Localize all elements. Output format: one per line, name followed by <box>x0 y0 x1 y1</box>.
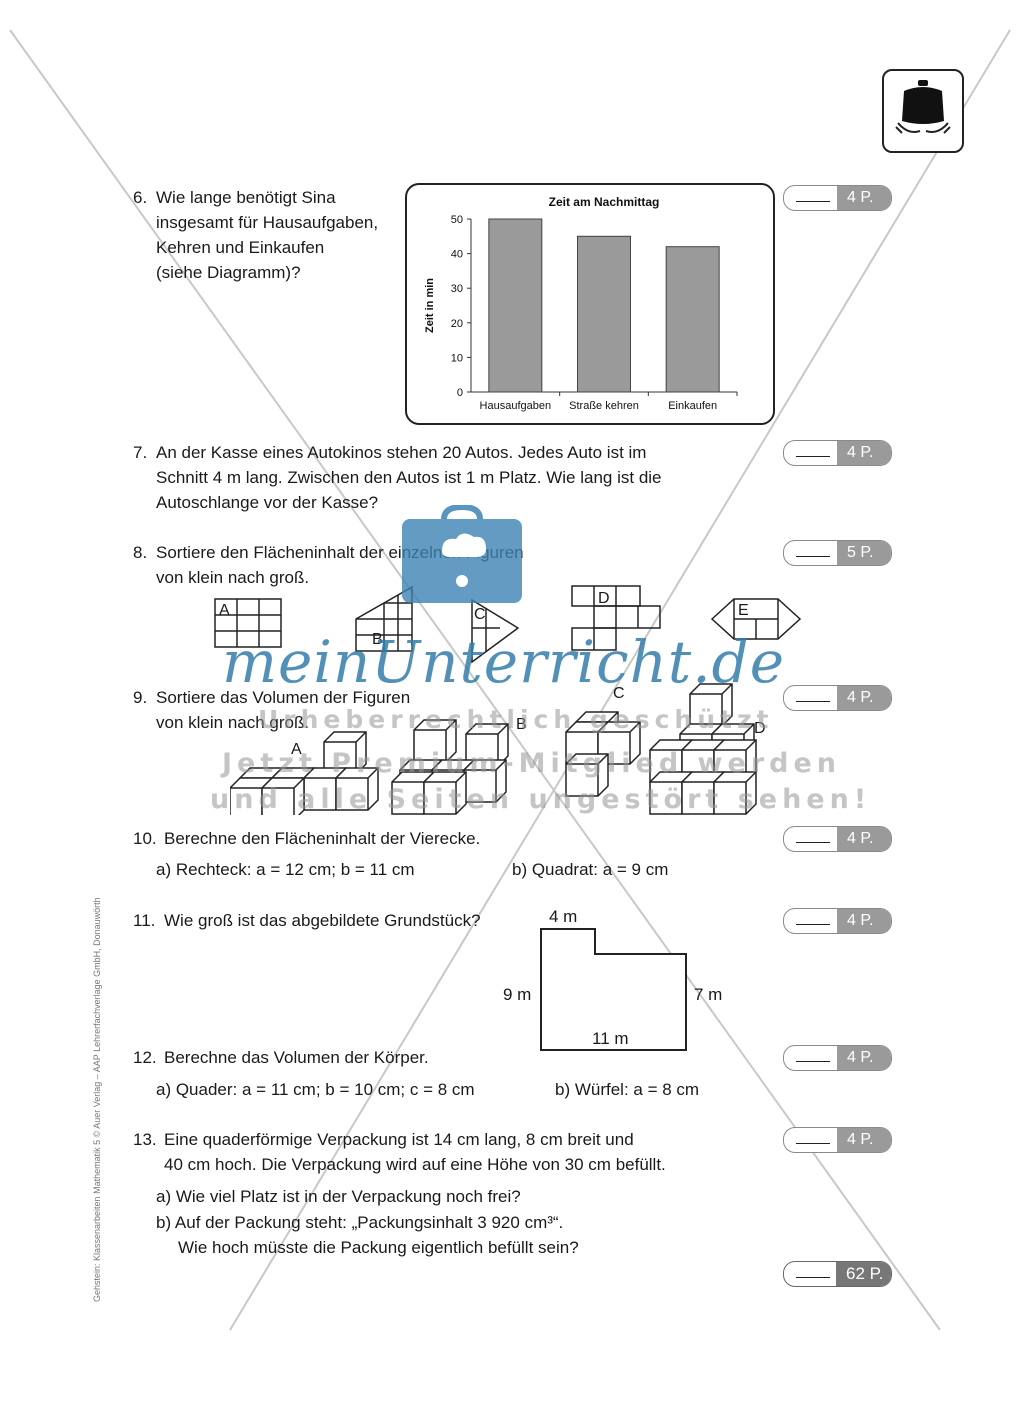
figure-e <box>710 597 802 641</box>
bar <box>488 218 543 393</box>
q8-line-1: Sortiere den Flächeninhalt der einzelnen… <box>156 543 524 562</box>
q6-points: 4 P. <box>837 186 891 210</box>
q13-line-2: 40 cm hoch. Die Verpackung wird auf eine… <box>164 1155 666 1174</box>
figure-c <box>470 598 520 664</box>
q12-line: Berechne das Volumen der Körper. <box>164 1048 429 1067</box>
cube-d-label: D <box>754 720 766 737</box>
score-blank[interactable] <box>796 701 830 702</box>
q10-score-box[interactable]: 4 P. <box>783 826 892 852</box>
q11-line: Wie groß ist das abgebildete Grundstück? <box>164 911 481 930</box>
q6-score-box[interactable]: 4 P. <box>783 185 892 211</box>
q10-number: 10. <box>133 829 157 848</box>
q10-line: Berechne den Flächeninhalt der Vierecke. <box>164 829 481 848</box>
score-blank[interactable] <box>796 1277 830 1278</box>
plot-dim-top: 4 m <box>549 907 578 926</box>
figure-c-label: C <box>474 606 486 623</box>
score-blank[interactable] <box>796 201 830 202</box>
x-tick-label: Straße kehren <box>569 400 639 412</box>
y-tick-label: 50 <box>451 214 463 226</box>
cube-figures <box>230 683 757 815</box>
q9-score-box[interactable]: 4 P. <box>783 685 892 711</box>
figure-b <box>354 585 416 657</box>
q12-part-b: b) Würfel: a = 8 cm <box>555 1080 700 1099</box>
figure-b-label: B <box>372 631 383 648</box>
q12-number: 12. <box>133 1048 157 1067</box>
q8-number: 8. <box>133 543 148 562</box>
figure-d-label: D <box>598 590 610 607</box>
q9-line-2: von klein nach groß. <box>156 713 310 732</box>
q11-points: 4 P. <box>837 909 891 933</box>
q13-number: 13. <box>133 1130 157 1149</box>
q9-points: 4 P. <box>837 686 891 710</box>
q12-points: 4 P. <box>837 1046 891 1070</box>
plot-outline <box>540 928 687 1051</box>
q12-part-a: a) Quader: a = 11 cm; b = 10 cm; c = 8 c… <box>156 1080 475 1099</box>
q6-line-2: insgesamt für Hausaufgaben, <box>156 213 379 232</box>
q9-line-1: Sortiere das Volumen der Figuren <box>156 688 411 707</box>
score-blank[interactable] <box>796 924 830 925</box>
q8-points: 5 P. <box>837 541 891 565</box>
figure-d <box>570 584 662 652</box>
weight-scale-icon <box>882 69 964 153</box>
x-tick-label: Einkaufen <box>668 400 717 412</box>
q6-line-4: (siehe Diagramm)? <box>156 263 301 282</box>
y-tick-label: 0 <box>457 387 463 399</box>
plot-dim-right: 7 m <box>694 985 723 1004</box>
figure-a-label: A <box>219 602 230 619</box>
q10-part-a: a) Rechteck: a = 12 cm; b = 11 cm <box>156 860 415 879</box>
q13-part-a: a) Wie viel Platz ist in der Verpackung … <box>156 1187 521 1206</box>
x-tick-label: Hausaufgaben <box>480 400 552 412</box>
bar <box>577 235 631 393</box>
score-blank[interactable] <box>796 842 830 843</box>
y-tick-label: 40 <box>451 249 463 261</box>
q7-line-1: An der Kasse eines Autokinos stehen 20 A… <box>156 443 647 462</box>
q12-score-box[interactable]: 4 P. <box>783 1045 892 1071</box>
y-tick-label: 30 <box>451 283 463 295</box>
q7-line-3: Autoschlange vor der Kasse? <box>156 493 379 512</box>
q7-line-2: Schnitt 4 m lang. Zwischen den Autos ist… <box>156 468 662 487</box>
plot-dim-left: 9 m <box>503 985 532 1004</box>
plot-dim-bottom: 11 m <box>592 1029 629 1048</box>
score-blank[interactable] <box>796 1061 830 1062</box>
q7-number: 7. <box>133 443 148 462</box>
q13-line-1: Eine quaderförmige Verpackung ist 14 cm … <box>164 1130 634 1149</box>
total-points: 62 P. <box>836 1262 891 1286</box>
q11-number: 11. <box>133 911 156 930</box>
q8-line-2: von klein nach groß. <box>156 568 310 587</box>
copyright-footer: Gehstein: Klassenarbeiten Mathematik 5 ©… <box>92 897 102 1302</box>
bar <box>665 246 720 393</box>
total-score-box[interactable]: 62 P. <box>783 1261 892 1287</box>
q13-points: 4 P. <box>837 1128 891 1152</box>
q10-part-b: b) Quadrat: a = 9 cm <box>512 860 669 879</box>
score-blank[interactable] <box>796 556 830 557</box>
q13-part-b-1: b) Auf der Packung steht: „Packungsinhal… <box>156 1213 564 1232</box>
q7-score-box[interactable]: 4 P. <box>783 440 892 466</box>
q6-line-1: Wie lange benötigt Sina <box>156 188 336 207</box>
q11-score-box[interactable]: 4 P. <box>783 908 892 934</box>
score-blank[interactable] <box>796 456 830 457</box>
score-blank[interactable] <box>796 1143 830 1144</box>
chart-title: Zeit am Nachmittag <box>549 195 660 209</box>
cube-b-label: B <box>516 716 527 733</box>
q10-points: 4 P. <box>837 827 891 851</box>
cube-a-label: A <box>291 741 302 758</box>
q13-score-box[interactable]: 4 P. <box>783 1127 892 1153</box>
cube-c-label: C <box>613 685 625 702</box>
q6-number: 6. <box>133 188 148 207</box>
q9-number: 9. <box>133 688 148 707</box>
q13-part-b-2: Wie hoch müsste die Packung eigentlich b… <box>178 1238 579 1257</box>
q8-score-box[interactable]: 5 P. <box>783 540 892 566</box>
y-axis-label: Zeit in min <box>424 278 436 333</box>
q7-points: 4 P. <box>837 441 891 465</box>
y-tick-label: 20 <box>451 318 463 330</box>
q6-line-3: Kehren und Einkaufen <box>156 238 325 257</box>
y-tick-label: 10 <box>451 352 463 364</box>
figure-e-label: E <box>738 602 749 619</box>
figure-a <box>214 598 286 650</box>
